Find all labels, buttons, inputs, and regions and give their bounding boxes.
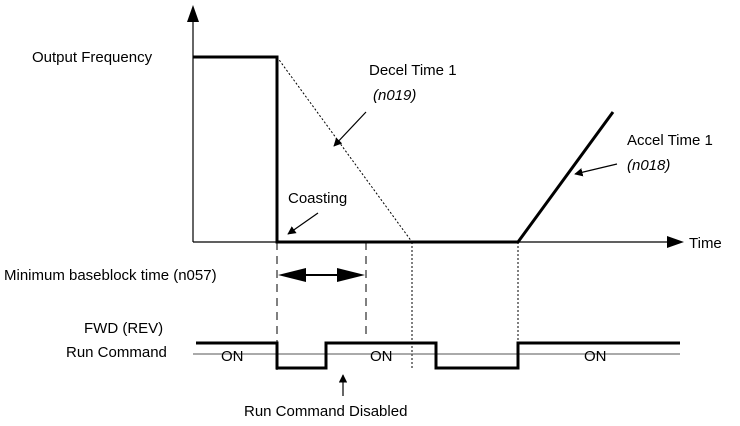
decel-time-label: Decel Time 1 [369,62,457,79]
coasting-pointer [287,212,319,235]
output-frequency-waveform [193,55,615,244]
time-label: Time [689,235,722,252]
run-state-1: ON [221,348,244,365]
run-command-waveform [196,341,680,370]
decel-param-label: (n019) [373,87,416,104]
accel-param-label: (n018) [627,157,670,174]
accel-pointer [574,163,618,177]
min-baseblock-label: Minimum baseblock time (n057) [4,267,217,284]
run-command-disabled-label: Run Command Disabled [244,403,407,420]
x-axis-arrow [667,236,684,248]
run-state-2: ON [370,348,393,365]
decel-pointer [333,111,367,147]
run-command-label: Run Command [66,344,167,361]
run-state-3: ON [584,348,607,365]
decel-ramp-line [276,56,413,243]
coasting-label: Coasting [288,190,347,207]
y-axis-arrow [187,5,199,22]
accel-time-label: Accel Time 1 [627,132,713,149]
baseblock-arrow-left [278,268,306,282]
fwd-rev-label: FWD (REV) [84,320,163,337]
output-frequency-label: Output Frequency [32,49,153,66]
baseblock-arrow-right [337,268,365,282]
